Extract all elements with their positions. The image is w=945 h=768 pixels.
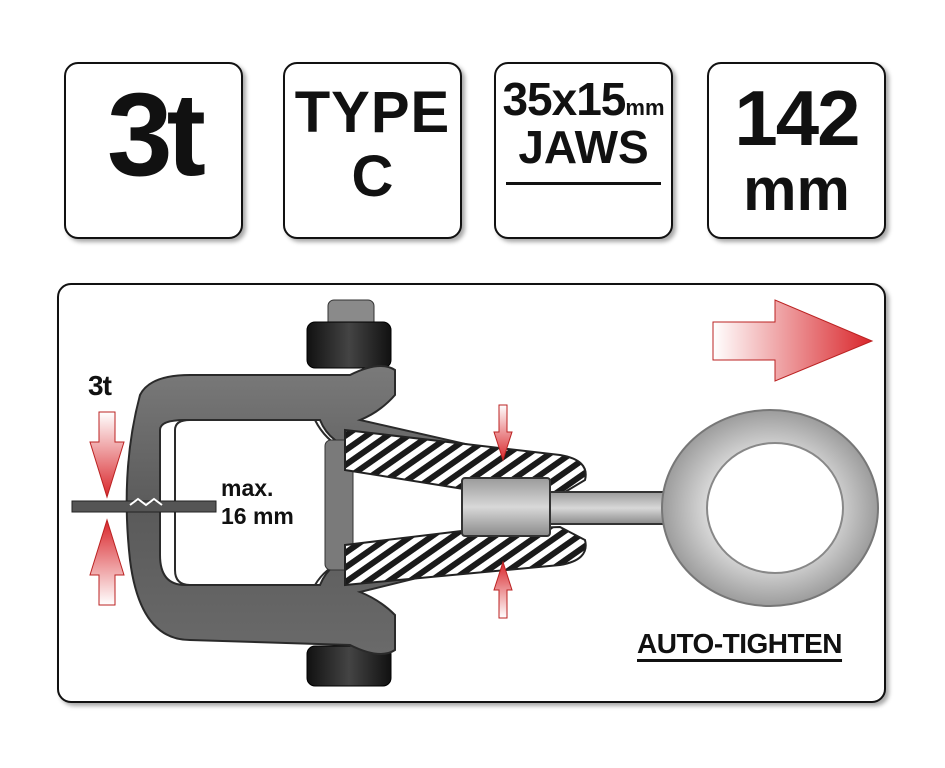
eye-ring — [661, 409, 879, 607]
type-card: TYPE C — [283, 62, 462, 239]
length-unit: mm — [743, 156, 850, 223]
jaws-size-line: 35x15mm — [496, 76, 671, 131]
top-bolt — [306, 299, 392, 369]
gap-label-line2: 16 mm — [221, 503, 294, 529]
jaws-card: 35x15mm JAWS — [494, 62, 673, 239]
capacity-card: 3t — [64, 62, 243, 239]
jaws-unit: mm — [625, 95, 665, 120]
pull-direction-arrow — [712, 299, 874, 382]
gap-label-line1: max. — [221, 475, 274, 501]
auto-tighten-label: AUTO-TIGHTEN — [637, 628, 843, 659]
force-arrow-down — [89, 411, 125, 499]
jaw-arrow-down — [493, 404, 513, 462]
sheet-metal — [71, 500, 217, 513]
jaw-sleeve — [461, 477, 551, 537]
jaws-underline — [506, 182, 661, 185]
type-value: C — [351, 144, 394, 209]
pull-shaft — [549, 491, 671, 525]
capacity-value: 3t — [107, 69, 206, 201]
gap-label: max. 16 mm — [221, 474, 294, 530]
jaws-label: JAWS — [518, 121, 649, 173]
sheet-notches — [129, 497, 163, 507]
jaws-size: 35x15 — [502, 73, 626, 125]
bottom-bolt — [306, 645, 392, 687]
force-arrow-up — [89, 518, 125, 606]
force-label: 3t — [88, 370, 112, 401]
length-value: 142 — [734, 74, 860, 162]
length-card: 142 mm — [707, 62, 886, 239]
type-label: TYPE — [294, 80, 451, 145]
center-pin — [324, 439, 354, 571]
lower-jaw — [344, 525, 587, 587]
jaw-arrow-up — [493, 560, 513, 619]
